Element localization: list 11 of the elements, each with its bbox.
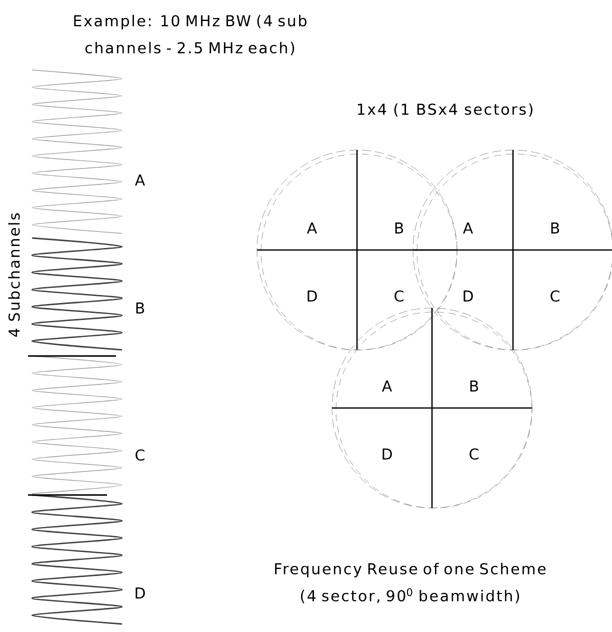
subchannel-label: A: [134, 174, 145, 186]
subchannel-label: D: [136, 588, 145, 598]
axis-label: 4 Subchannels: [8, 213, 20, 337]
sector-cell: A B D C: [412, 150, 612, 350]
sector-cell: A B D C: [332, 308, 532, 508]
caption: Frequency Reuse of one Scheme (4 sector, 90$^{0}$ beamwidth): [275, 562, 546, 604]
subchannel-label: C: [136, 449, 144, 461]
sector-cell: A B D C: [256, 150, 458, 350]
title: Example: 10 MHz BW (4 sub channels - 2.5 MHz each): [74, 14, 306, 56]
subchannel-label: B: [136, 302, 144, 314]
diagram-label: 1x4 (1 BSx4 sectors): [358, 103, 532, 117]
